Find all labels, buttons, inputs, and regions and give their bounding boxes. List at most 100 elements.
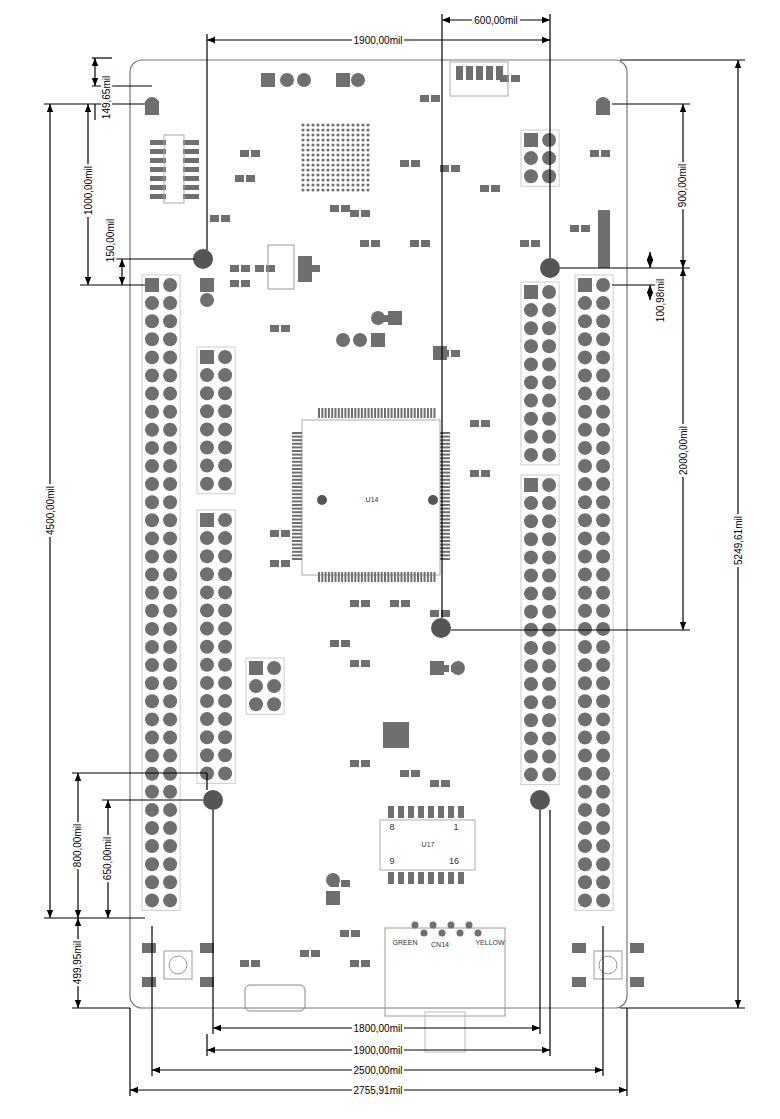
bga-ball [346, 178, 349, 181]
smd-pad [407, 572, 409, 582]
smd-pad [388, 806, 394, 818]
bga-ball [321, 153, 324, 156]
smd-pad [361, 572, 363, 582]
bga-ball [311, 143, 314, 146]
smd-pad [350, 760, 359, 767]
round-pad [163, 676, 177, 690]
bga-ball [321, 133, 324, 136]
components [142, 62, 644, 1052]
round-pad [163, 568, 177, 582]
round-pad [218, 441, 232, 455]
bga-ball [361, 173, 364, 176]
smd-pad [311, 950, 320, 957]
extension-line [626, 1008, 627, 1096]
round-pad [145, 749, 159, 763]
smd-pad [350, 600, 359, 607]
smd-pad [400, 770, 409, 777]
bga-ball [361, 138, 364, 141]
round-pad [145, 459, 159, 473]
round-pad [163, 332, 177, 346]
bga-ball [331, 123, 334, 126]
usb-outline [245, 985, 305, 1011]
smd-pad [298, 256, 312, 282]
round-pad [542, 659, 556, 673]
round-pad [524, 550, 538, 564]
bga-ball [316, 178, 319, 181]
bga-ball [351, 173, 354, 176]
round-pad [145, 821, 159, 835]
smd-pad [292, 511, 302, 513]
bga-ball [306, 163, 309, 166]
round-pad [163, 658, 177, 672]
bga-ball [341, 158, 344, 161]
smd-pad [341, 880, 350, 887]
smd-pad [292, 464, 302, 466]
round-pad [524, 587, 538, 601]
round-pad [145, 658, 159, 672]
silkscreen-label: 8 [387, 823, 396, 833]
round-pad [542, 514, 556, 528]
round-pad [218, 404, 232, 418]
round-pad [200, 368, 214, 382]
round-pad [596, 495, 610, 509]
round-pad [578, 893, 592, 907]
round-pad [451, 661, 465, 675]
round-pad [200, 404, 214, 418]
bga-ball [326, 188, 329, 191]
round-pad [596, 821, 610, 835]
smd-pad [183, 158, 199, 163]
extension-line [206, 773, 207, 790]
round-pad [596, 423, 610, 437]
round-pad [542, 285, 556, 299]
smd-pad [470, 420, 479, 427]
bga-ball [316, 123, 319, 126]
bga-ball [336, 168, 339, 171]
silkscreen-label: 9 [387, 857, 396, 867]
smd-pad [486, 66, 493, 80]
dimension-line [121, 259, 122, 285]
bga-ball [311, 123, 314, 126]
bga-ball [366, 138, 369, 141]
dimension-label: 4500,00mil [44, 484, 55, 537]
bga-ball [331, 133, 334, 136]
bga-ball [316, 148, 319, 151]
smd-pad [235, 175, 244, 182]
round-pad [542, 532, 556, 546]
round-pad [542, 430, 556, 444]
round-pad [596, 604, 610, 618]
smd-pad [397, 572, 399, 582]
round-pad [596, 857, 610, 871]
smd-pad [292, 436, 302, 438]
dimension-label: 2755,91mil [352, 1085, 405, 1096]
usb-outline [450, 62, 508, 96]
smd-pad [424, 572, 426, 582]
round-pad [524, 532, 538, 546]
header-outline [197, 347, 235, 494]
square-pad [326, 891, 340, 905]
bga-ball [356, 148, 359, 151]
smd-pad [476, 66, 483, 80]
round-pad [218, 368, 232, 382]
smd-pad [358, 572, 360, 582]
bga-ball [356, 163, 359, 166]
bga-ball [306, 168, 309, 171]
smd-pad [341, 205, 350, 212]
round-pad [353, 333, 367, 347]
smd-pad [456, 66, 463, 80]
bga-ball [321, 188, 324, 191]
bga-ball [301, 168, 304, 171]
round-pad [578, 568, 592, 582]
silkscreen-label: 1 [451, 823, 460, 833]
round-pad [218, 549, 232, 563]
dimension-label: 149,65mil [101, 73, 112, 120]
bga-ball [356, 188, 359, 191]
bga-ball [346, 173, 349, 176]
bga-ball [306, 183, 309, 186]
round-pad [218, 604, 232, 618]
smd-pad [341, 640, 350, 647]
round-pad [249, 697, 263, 711]
bga-ball [331, 128, 334, 131]
bga-ball [361, 133, 364, 136]
bga-ball [301, 148, 304, 151]
round-pad [163, 604, 177, 618]
